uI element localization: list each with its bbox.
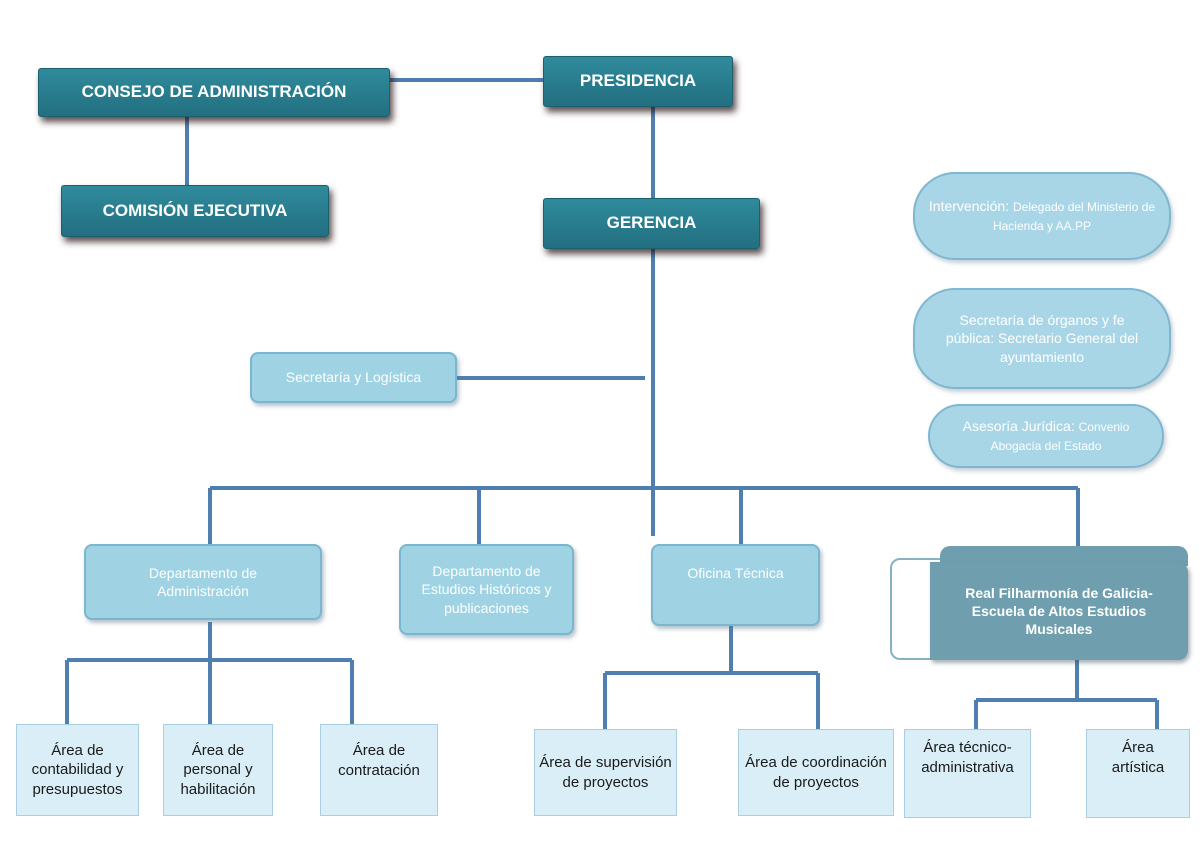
asesoria-juridica-box: Asesoría Jurídica: Convenio Abogacía del… [928, 404, 1164, 468]
area-personal-label: Área de personal y habilitación [180, 741, 256, 798]
area-coordinacion-label: Área de coordinación de proyectos [745, 754, 887, 791]
area-contabilidad-label: Área de contabilidad y presupuestos [31, 741, 124, 798]
consejo-label: CONSEJO DE ADMINISTRACIÓN [81, 82, 347, 102]
comision-ejecutiva-box: COMISIÓN EJECUTIVA [61, 185, 329, 237]
asesoria-title: Asesoría Jurídica: [962, 418, 1075, 435]
oficina-tecnica-label: Oficina Técnica [687, 565, 784, 581]
secretaria-organos-box: Secretaría de órganos y fe pública: Secr… [913, 288, 1171, 389]
secretaria-logistica-box: Secretaría y Logística [250, 352, 457, 403]
presidencia-label: PRESIDENCIA [579, 71, 697, 91]
area-artistica-label: Área artística [1111, 739, 1165, 776]
departamento-administracion-label: Departamento de Administración [148, 564, 258, 599]
consejo-administracion-box: CONSEJO DE ADMINISTRACIÓN [38, 68, 390, 117]
presidencia-box: PRESIDENCIA [543, 56, 733, 107]
area-supervision-label: Área de supervisión de proyectos [539, 754, 672, 791]
asesoria-detail: Convenio Abogacía del Estado [990, 420, 1130, 453]
rfg-header-tab [940, 546, 1188, 566]
area-contratacion-box: Área de contratación [320, 724, 438, 816]
area-supervision-box: Área de supervisión de proyectos [534, 729, 677, 816]
area-personal-box: Área de personal y habilitación [163, 724, 273, 816]
secretaria-organos-label: Secretaría de órganos y fe pública: Secr… [945, 312, 1139, 365]
area-contratacion-label: Área de contratación [338, 742, 420, 779]
area-coordinacion-box: Área de coordinación de proyectos [738, 729, 894, 816]
area-tecnico-administrativa-label: Área técnico-administrativa [921, 739, 1014, 776]
gerencia-box: GERENCIA [543, 198, 760, 249]
secretaria-logistica-label: Secretaría y Logística [285, 369, 422, 386]
real-filharmonia-label: Real Filharmonía de Galicia-Escuela de A… [965, 584, 1153, 638]
asesoria-text: Asesoría Jurídica: Convenio Abogacía del… [944, 417, 1148, 454]
area-artistica-box: Área artística [1086, 729, 1190, 818]
departamento-administracion-box: Departamento de Administración [84, 544, 322, 620]
intervencion-text: Intervención: Delegado del Ministerio de… [915, 197, 1169, 234]
departamento-estudios-label: Departamento de Estudios Históricos y pu… [421, 563, 552, 616]
intervencion-box: Intervención: Delegado del Ministerio de… [913, 172, 1171, 260]
intervencion-detail: Delegado del Ministerio de Hacienda y AA… [992, 200, 1156, 233]
oficina-tecnica-box: Oficina Técnica [651, 544, 820, 626]
intervencion-title: Intervención: [928, 198, 1010, 215]
comision-label: COMISIÓN EJECUTIVA [102, 200, 288, 220]
departamento-estudios-box: Departamento de Estudios Históricos y pu… [399, 544, 574, 635]
area-tecnico-administrativa-box: Área técnico-administrativa [904, 729, 1031, 818]
real-filharmonia-box: Real Filharmonía de Galicia-Escuela de A… [930, 562, 1188, 660]
gerencia-label: GERENCIA [606, 213, 697, 233]
area-contabilidad-box: Área de contabilidad y presupuestos [16, 724, 139, 816]
